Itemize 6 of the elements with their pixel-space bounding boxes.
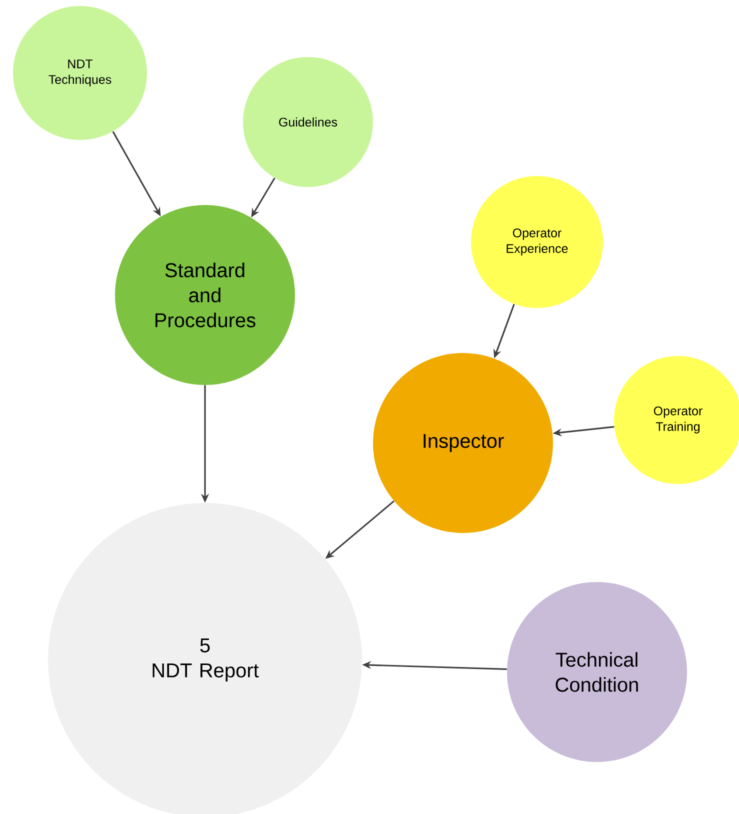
- circle-node: Standard and Procedures: [115, 205, 295, 385]
- circle-node: Operator Experience: [471, 176, 603, 308]
- circle-node: Guidelines: [243, 57, 373, 187]
- circle-node: Inspector: [373, 353, 553, 533]
- circle-node: NDT Techniques: [13, 6, 147, 140]
- circle-node: Technical Condition: [507, 582, 687, 762]
